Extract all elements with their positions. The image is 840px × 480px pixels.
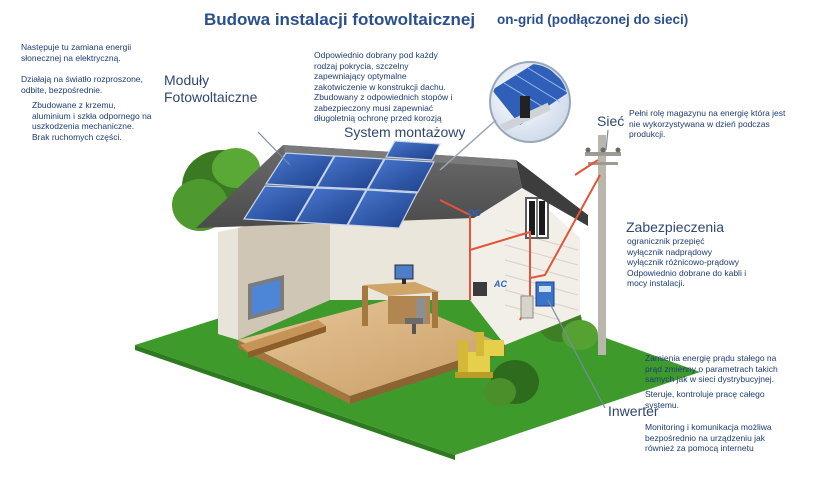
modules-desc-3: Zbudowane z krzemu, aluminium i szkła od… xyxy=(32,100,152,142)
inverter-desc-1: Zamienia energię prądu stałego na prąd z… xyxy=(645,353,778,384)
mounting-label: System montażowy xyxy=(344,124,466,140)
protection-label: Zabezpieczenia xyxy=(626,219,725,235)
inverter-desc-2: Steruje, kontroluje pracę całego systemu… xyxy=(645,389,765,410)
modules-desc-1: Następuje tu zamiana energii słonecznej … xyxy=(21,42,132,63)
modules-desc-2: Działają na światło rozproszone, odbite,… xyxy=(21,74,143,95)
modules-label: Moduły Fotowoltaiczne xyxy=(164,72,258,105)
inverter-desc-3: Monitoring i komunikacja możliwa bezpośr… xyxy=(645,422,772,453)
bench xyxy=(240,320,326,358)
utility-pole-icon xyxy=(585,135,621,355)
mounting-bracket-icon xyxy=(439,61,571,171)
interior-switchbox xyxy=(473,282,487,296)
computer-icon xyxy=(394,264,426,324)
mounting-desc: Odpowiednio dobrany pod każdy rodzaj pok… xyxy=(314,50,453,123)
bush-front xyxy=(484,360,539,406)
grid-label: Sieć xyxy=(597,113,625,129)
inverter-icon xyxy=(520,281,555,319)
protection-desc: ogranicznik przepięć wyłącznik nadprądow… xyxy=(627,236,747,288)
solar-panel-array xyxy=(242,140,441,229)
tv-icon xyxy=(248,275,284,320)
grid-desc: Pełni rolę magazynu na energię która jes… xyxy=(629,108,786,139)
chair xyxy=(405,318,423,334)
page-subtitle: on-grid (podłączonej do sieci) xyxy=(497,12,689,27)
inverter-label: Inwerter xyxy=(608,403,659,419)
dc-wire-label: DC xyxy=(468,208,481,218)
gable-window xyxy=(525,197,549,239)
house-floor xyxy=(238,298,505,396)
ac-wire-label: AC xyxy=(494,279,507,289)
armchair-icon xyxy=(455,332,504,378)
pointer-lines xyxy=(257,129,609,409)
page-title: Budowa instalacji fotowoltaicznej xyxy=(204,10,476,29)
